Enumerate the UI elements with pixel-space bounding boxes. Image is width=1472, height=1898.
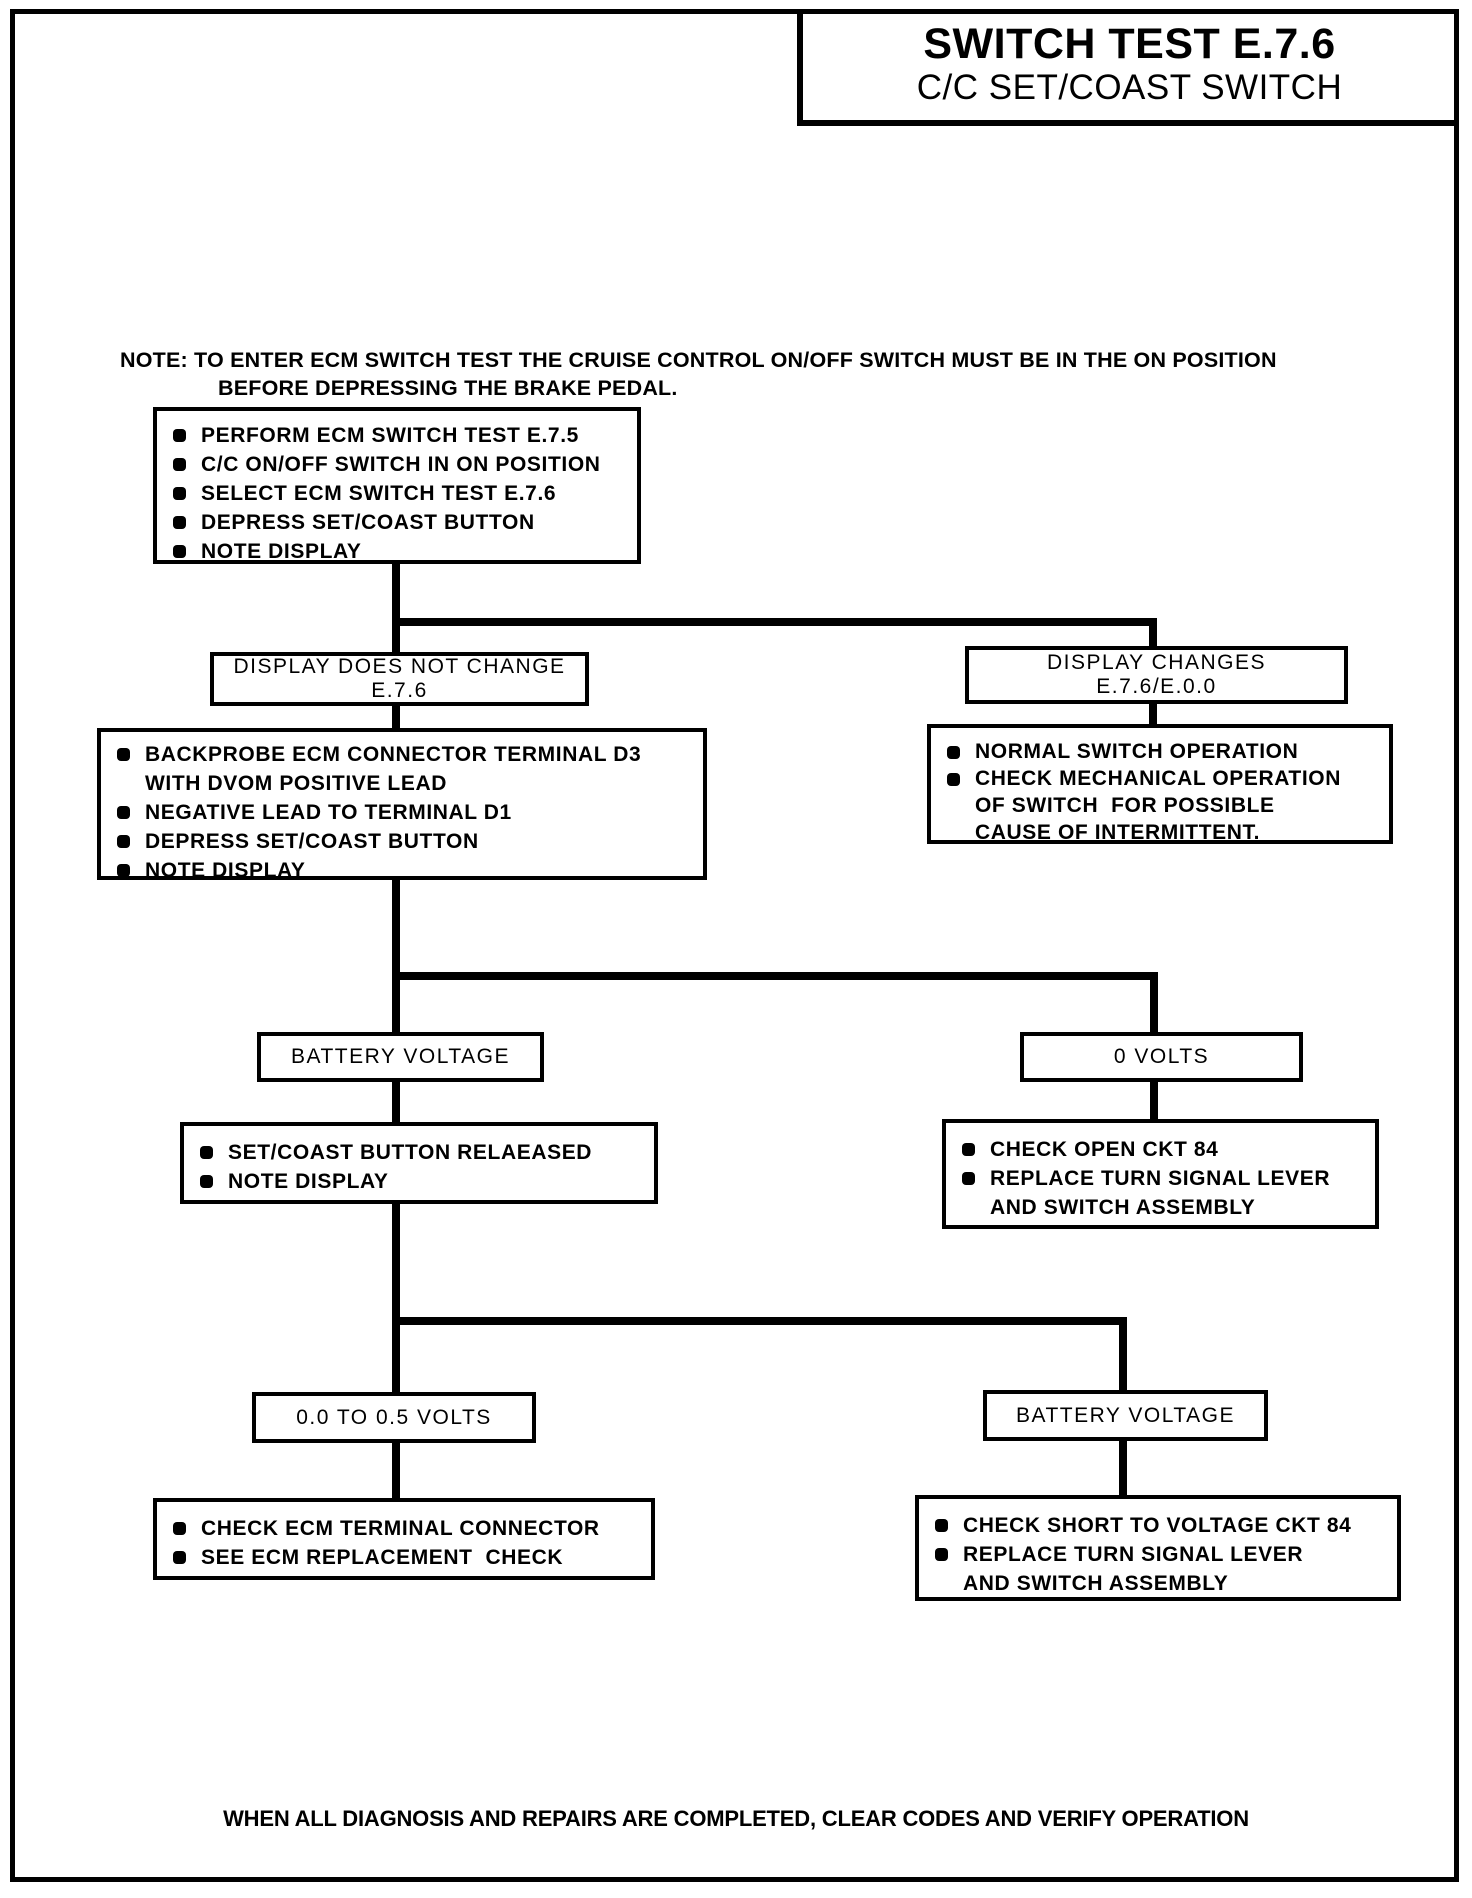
note-text: NOTE: TO ENTER ECM SWITCH TEST THE CRUIS… [120,346,1320,402]
step-item: SEE ECM REPLACEMENT CHECK [201,1546,564,1569]
step-item: SET/COAST BUTTON RELAEASED [228,1141,593,1164]
page-border [10,9,1459,1882]
ecm-check-box: CHECK ECM TERMINAL CONNECTOR SEE ECM REP… [153,1498,655,1580]
footer-note: WHEN ALL DIAGNOSIS AND REPAIRS ARE COMPL… [223,1806,1249,1831]
connector-line [392,1080,400,1126]
connector-line [392,561,400,623]
connector-line [1119,1439,1127,1499]
branch-label: DISPLAY CHANGES [1047,651,1266,674]
connector-line [1150,972,1158,1036]
open-ckt-box: CHECK OPEN CKT 84 REPLACE TURN SIGNAL LE… [942,1119,1379,1229]
branch-label: 0.0 TO 0.5 VOLTS [296,1405,492,1429]
bullet-icon [173,516,186,529]
step-item: DEPRESS SET/COAST BUTTON [145,830,479,853]
bullet-icon [200,1175,213,1188]
connector-line [392,972,1158,980]
branch-label: DISPLAY DOES NOT CHANGE [233,655,566,678]
bullet-icon [173,487,186,500]
step-item: BACKPROBE ECM CONNECTOR TERMINAL D3 WITH… [145,743,642,795]
battery-voltage-box-left: BATTERY VOLTAGE [257,1032,544,1082]
connector-line [392,618,400,656]
bullet-icon [173,545,186,558]
branch-label: E.7.6 [371,679,428,702]
step-item: CHECK OPEN CKT 84 [990,1138,1219,1161]
bullet-icon [962,1172,975,1185]
title-box: SWITCH TEST E.7.6 C/C SET/COAST SWITCH [797,14,1456,126]
bullet-icon [935,1519,948,1532]
connector-line [1149,618,1157,650]
connector-line [1119,1317,1127,1394]
bullet-icon [947,773,960,786]
display-no-change-box: DISPLAY DOES NOT CHANGE E.7.6 [210,652,589,706]
connector-line [1149,702,1157,728]
button-released-box: SET/COAST BUTTON RELAEASED NOTE DISPLAY [180,1122,658,1204]
connector-line [392,1441,400,1502]
branch-label: 0 VOLTS [1113,1045,1210,1068]
bullet-icon [117,748,130,761]
step-item: SELECT ECM SWITCH TEST E.7.6 [201,482,557,505]
low-volts-box: 0.0 TO 0.5 VOLTS [252,1392,536,1443]
connector-line [1150,1080,1158,1122]
step-item: NEGATIVE LEAD TO TERMINAL D1 [145,801,512,824]
bullet-icon [173,1551,186,1564]
step-item: REPLACE TURN SIGNAL LEVER AND SWITCH ASS… [963,1543,1304,1595]
bullet-icon [947,746,960,759]
step-item: NOTE DISPLAY [228,1170,389,1193]
zero-volts-box: 0 VOLTS [1020,1032,1303,1082]
step-item: REPLACE TURN SIGNAL LEVER AND SWITCH ASS… [990,1167,1331,1219]
step-item: C/C ON/OFF SWITCH IN ON POSITION [201,453,601,476]
bullet-icon [935,1548,948,1561]
connector-line [392,1202,400,1324]
bullet-icon [200,1146,213,1159]
bullet-icon [117,806,130,819]
branch-label: BATTERY VOLTAGE [291,1045,510,1068]
connector-line [392,972,400,1036]
bullet-icon [173,429,186,442]
bullet-icon [173,1522,186,1535]
connector-line [392,618,1157,626]
bullet-icon [117,864,130,877]
connector-line [392,878,400,980]
note-line2: BEFORE DEPRESSING THE BRAKE PEDAL. [218,376,678,400]
branch-label: BATTERY VOLTAGE [1016,1403,1235,1427]
step-item: CHECK MECHANICAL OPERATION OF SWITCH FOR… [975,767,1341,844]
bullet-icon [962,1143,975,1156]
page-subtitle: C/C SET/COAST SWITCH [916,68,1343,107]
backprobe-box: BACKPROBE ECM CONNECTOR TERMINAL D3 WITH… [97,728,707,882]
branch-label: E.7.6/E.0.0 [1096,675,1217,698]
connector-line [392,1317,1127,1325]
page-title: SWITCH TEST E.7.6 [923,20,1336,68]
step-item: NORMAL SWITCH OPERATION [975,740,1299,763]
step-item: PERFORM ECM SWITCH TEST E.7.5 [201,424,579,447]
bullet-icon [117,835,130,848]
step-item: CHECK ECM TERMINAL CONNECTOR [201,1517,600,1540]
normal-operation-box: NORMAL SWITCH OPERATION CHECK MECHANICAL… [927,724,1393,844]
display-changes-box: DISPLAY CHANGES E.7.6/E.0.0 [965,646,1348,704]
note-line1: NOTE: TO ENTER ECM SWITCH TEST THE CRUIS… [120,348,1277,372]
start-steps-box: PERFORM ECM SWITCH TEST E.7.5 C/C ON/OFF… [153,407,641,564]
connector-line [392,1317,400,1396]
connector-line [392,704,400,732]
step-item: CHECK SHORT TO VOLTAGE CKT 84 [963,1514,1352,1537]
step-item: NOTE DISPLAY [145,859,306,882]
step-item: NOTE DISPLAY [201,540,362,563]
step-item: DEPRESS SET/COAST BUTTON [201,511,535,534]
short-ckt-box: CHECK SHORT TO VOLTAGE CKT 84 REPLACE TU… [915,1495,1401,1601]
bullet-icon [173,458,186,471]
battery-voltage-box-right: BATTERY VOLTAGE [983,1390,1268,1441]
